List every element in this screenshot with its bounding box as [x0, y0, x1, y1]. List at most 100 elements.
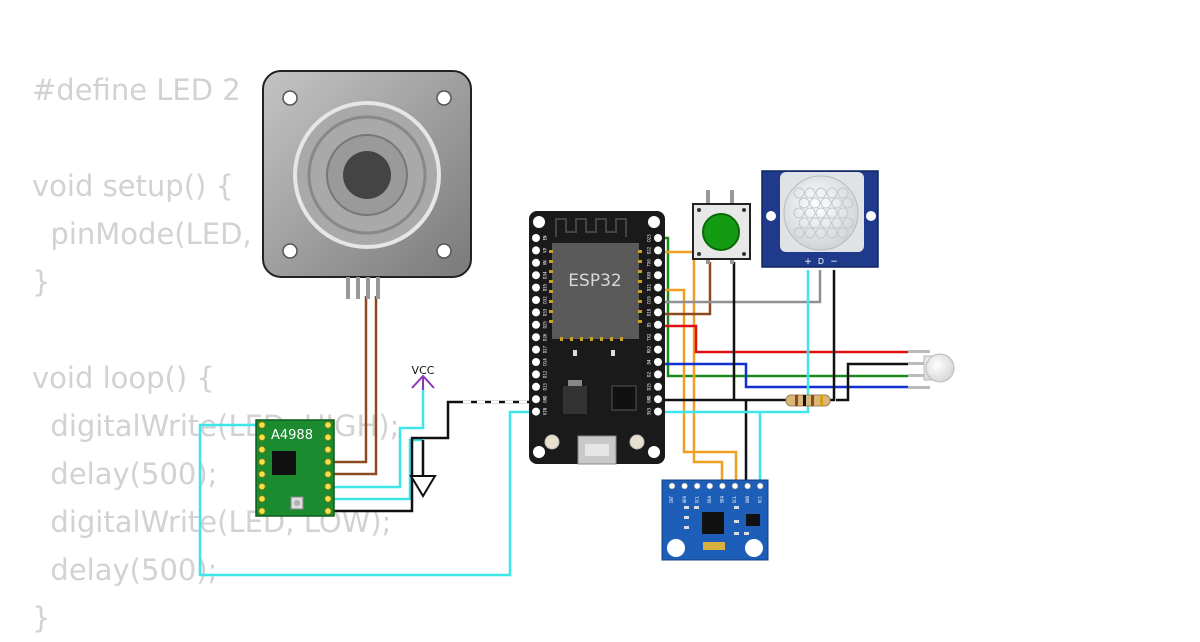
a4988-driver[interactable]: A4988 — [255, 419, 335, 517]
esp32-pin[interactable] — [532, 395, 540, 404]
push-button[interactable] — [692, 190, 751, 264]
wire-cyan-loop[interactable] — [198, 410, 535, 577]
driver-pin[interactable] — [324, 507, 332, 515]
driver-pin[interactable] — [258, 458, 266, 466]
esp32-pin[interactable] — [654, 283, 662, 292]
esp32-pin[interactable] — [654, 296, 662, 304]
esp32-pin[interactable] — [654, 382, 662, 391]
esp32-pin[interactable] — [654, 407, 662, 416]
wire-stepper-2[interactable] — [328, 296, 378, 476]
esp32-pin[interactable] — [532, 358, 540, 366]
vcc-symbol: VCC — [411, 364, 435, 390]
esp32-pin[interactable] — [654, 234, 662, 242]
driver-pin[interactable] — [258, 482, 266, 491]
wire-black-pir-gnd[interactable] — [830, 270, 836, 402]
esp32-pin[interactable] — [532, 234, 540, 242]
pir-sensor[interactable]: + D − — [761, 170, 879, 268]
driver-pin[interactable] — [258, 433, 266, 441]
esp32-board[interactable]: ESP32 ENVPVND34D35D32D33D25D26D27D14D12D… — [529, 211, 665, 465]
esp32-pin[interactable] — [532, 407, 540, 416]
button-cap[interactable] — [702, 213, 740, 251]
esp32-pin-label: D32 — [543, 296, 548, 304]
driver-pin[interactable] — [324, 470, 332, 478]
esp32-pin[interactable] — [532, 370, 540, 379]
driver-pin[interactable] — [258, 445, 266, 454]
esp32-pin-label: D23 — [647, 234, 652, 242]
mpu-pin[interactable] — [719, 482, 726, 490]
code-line: #define LED 2 — [32, 73, 241, 107]
esp32-pin[interactable] — [532, 308, 540, 317]
esp32-pin[interactable] — [654, 258, 662, 267]
esp32-pin[interactable] — [654, 345, 662, 354]
esp32-pin-label: VP — [543, 247, 548, 252]
mpu-pin[interactable] — [731, 482, 739, 490]
driver-pin[interactable] — [324, 458, 332, 466]
esp32-pin[interactable] — [654, 271, 662, 280]
rgb-led[interactable] — [908, 350, 955, 389]
esp32-pin[interactable] — [654, 246, 662, 255]
wire-orange-sda[interactable] — [658, 250, 724, 484]
usb-chip — [611, 385, 637, 411]
ground-symbol — [409, 475, 437, 498]
boot-button[interactable] — [629, 434, 645, 450]
esp32-pin[interactable] — [532, 296, 540, 304]
esp32-pin[interactable] — [532, 258, 540, 267]
driver-pin[interactable] — [258, 495, 266, 503]
esp32-pin[interactable] — [654, 333, 662, 342]
stepper-motor[interactable] — [262, 70, 472, 299]
esp32-pin[interactable] — [532, 283, 540, 292]
vcc-label: VCC — [412, 364, 435, 377]
pir-label-d: D — [818, 257, 824, 266]
driver-pin[interactable] — [258, 507, 266, 515]
esp32-pin[interactable] — [532, 345, 540, 354]
wire-blue-led[interactable] — [658, 362, 908, 389]
mpu-pin[interactable] — [681, 482, 688, 490]
mpu-pin[interactable] — [693, 482, 701, 490]
esp32-pin[interactable] — [532, 382, 540, 391]
driver-pin[interactable] — [324, 482, 332, 491]
mpu-pin[interactable] — [756, 482, 764, 490]
en-button[interactable] — [544, 434, 560, 450]
esp32-pin[interactable] — [532, 246, 540, 255]
esp32-pin[interactable] — [532, 333, 540, 342]
driver-pin[interactable] — [324, 495, 332, 503]
esp32-pin-label: D14 — [543, 358, 548, 366]
wire-stepper-1[interactable] — [328, 296, 368, 464]
wire-brown-button[interactable] — [658, 262, 712, 316]
driver-pin[interactable] — [324, 445, 332, 454]
esp32-pin[interactable] — [654, 308, 662, 317]
esp32-pin[interactable] — [654, 320, 662, 329]
mpu-pin[interactable] — [706, 482, 714, 490]
wire-black-gnd[interactable] — [328, 400, 535, 513]
driver-chip — [272, 451, 296, 475]
resistor[interactable] — [785, 394, 831, 407]
driver-pin[interactable] — [258, 470, 266, 478]
mpu-pin[interactable] — [668, 482, 676, 490]
wire-black-led-cathode[interactable] — [836, 362, 908, 402]
mpu-pin[interactable] — [744, 482, 751, 490]
wire-cyan-3v3[interactable] — [658, 270, 810, 414]
wire-orange-scl[interactable] — [658, 288, 738, 484]
driver-left-pins — [258, 421, 266, 515]
esp32-pin[interactable] — [654, 395, 662, 404]
esp32-label: ESP32 — [568, 271, 621, 291]
wire-red-led[interactable] — [658, 324, 908, 354]
esp32-pin-label: D15 — [647, 383, 652, 391]
wire-gray-pir[interactable] — [658, 270, 822, 304]
driver-pin[interactable] — [258, 421, 266, 429]
esp32-pin[interactable] — [654, 358, 662, 366]
esp32-pin-label: D19 — [647, 296, 652, 304]
driver-pin[interactable] — [324, 433, 332, 441]
esp32-pin[interactable] — [532, 320, 540, 329]
esp32-pin-label: D22 — [647, 246, 652, 254]
mpu-pin-label: XCL — [694, 495, 699, 503]
wire-cyan-vcc[interactable] — [328, 386, 425, 489]
esp32-pin[interactable] — [532, 271, 540, 280]
esp32-pin[interactable] — [654, 370, 662, 379]
driver-pin[interactable] — [324, 421, 332, 429]
code-line: } — [32, 265, 51, 299]
mpu-pin-label: GND — [745, 495, 750, 503]
wire-cyan-vcc-2[interactable] — [328, 438, 423, 501]
